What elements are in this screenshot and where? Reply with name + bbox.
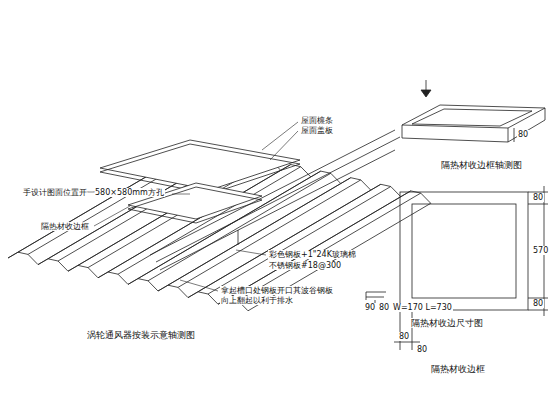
frame-isometric xyxy=(402,80,545,142)
frame-plan xyxy=(394,186,548,350)
annotation-text: 隔热材收边框 xyxy=(430,364,486,374)
insulation-frame xyxy=(100,140,300,223)
annotation-text: 涡轮通风器按装示意轴测图 xyxy=(86,330,196,340)
annotation-text: 拿起槽口处钢板开口其波谷钢板 xyxy=(220,286,334,295)
annotation-text: 屋面盖板 xyxy=(300,126,334,135)
annotation-text: 隔热材收边尺寸图 xyxy=(410,318,484,328)
annotation-text: 不锈钢板#18@300 xyxy=(268,261,342,270)
annotation-text: 隔热材收边框 xyxy=(40,222,90,231)
annotation-text: 80 xyxy=(532,299,544,308)
annotation-text: 90 xyxy=(364,303,376,312)
annotation-text: 80 xyxy=(416,345,428,354)
annotation-text: 彩色钢板+1"24K玻璃棉 xyxy=(268,250,357,259)
annotation-text: 屋面檩条 xyxy=(300,116,334,125)
annotation-text: 80 xyxy=(378,303,390,312)
annotation-text: 向上翻起以利于排水 xyxy=(220,296,294,305)
annotation-text: 手设计图面位置开一580×580mm方孔 xyxy=(22,188,165,197)
annotation-text: 80 xyxy=(532,193,544,202)
annotation-text: W=170 L=730 xyxy=(392,303,453,312)
annotation-text: 隔热材收边框轴测图 xyxy=(440,160,523,170)
annotation-text: 80 xyxy=(398,332,410,341)
annotation-text: 570 xyxy=(532,246,549,255)
annotation-text: 80 xyxy=(517,130,529,139)
